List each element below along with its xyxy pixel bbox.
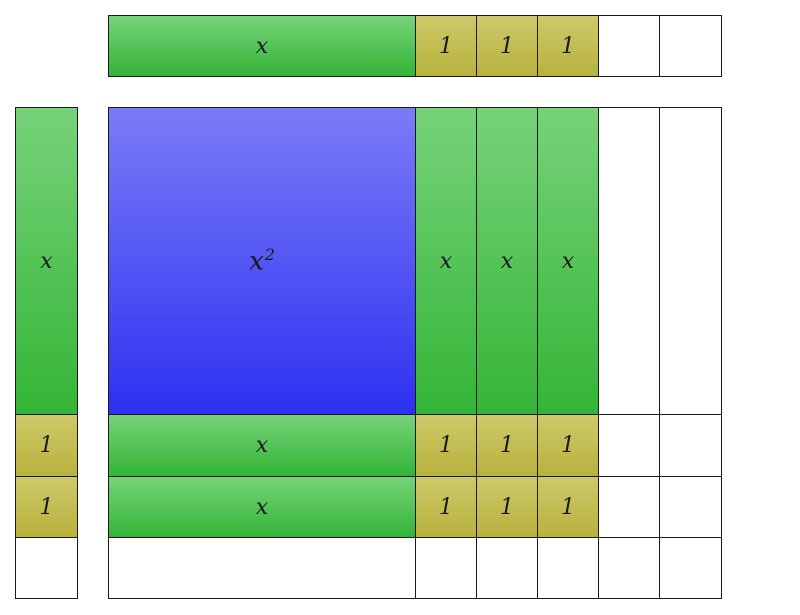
product-x-tile: x: [108, 476, 416, 538]
product-empty-cell: [598, 476, 660, 538]
left-factor-x-label: x: [40, 248, 53, 274]
top-factor-unit-label: 1: [500, 33, 514, 59]
product-empty-cell: [659, 537, 722, 599]
product-empty-cell: [598, 537, 660, 599]
product-empty-cell: [598, 414, 660, 477]
left-factor-x-tile: x: [15, 107, 78, 415]
product-unit-label: 1: [561, 433, 575, 458]
product-unit-label: 1: [561, 494, 575, 520]
product-unit-label: 1: [439, 494, 453, 520]
product-x-label: x: [439, 248, 453, 274]
product-empty-cell: [476, 537, 538, 599]
top-factor-x-label: x: [255, 33, 269, 59]
top-factor-unit-tile: 1: [476, 15, 538, 77]
product-x-tile: x: [537, 107, 599, 415]
product-unit-tile: 1: [415, 476, 477, 538]
product-x-tile: x: [415, 107, 477, 415]
top-factor-x-tile: x: [108, 15, 416, 77]
top-factor-empty-cell: [598, 15, 660, 77]
product-x-tile: x: [108, 414, 416, 477]
product-unit-tile: 1: [537, 414, 599, 477]
product-x-label: x: [500, 248, 514, 274]
product-unit-tile: 1: [537, 476, 599, 538]
product-unit-label: 1: [439, 433, 453, 458]
product-empty-cell: [537, 537, 599, 599]
product-x-tile: x: [476, 107, 538, 415]
product-x-label: x: [561, 248, 575, 274]
product-unit-tile: 1: [476, 476, 538, 538]
x-squared-tile: x2: [108, 107, 416, 415]
product-unit-label: 1: [500, 494, 514, 520]
product-unit-label: 1: [500, 433, 514, 458]
product-empty-cell: [659, 414, 722, 477]
product-empty-cell: [659, 476, 722, 538]
left-factor-unit-tile: 1: [15, 476, 78, 538]
left-factor-unit-label: 1: [39, 494, 54, 520]
product-x-label: x: [255, 433, 269, 458]
top-factor-empty-cell: [659, 15, 722, 77]
top-factor-unit-label: 1: [561, 33, 575, 59]
product-x-label: x: [255, 494, 269, 520]
product-empty-cell: [659, 107, 722, 415]
product-empty-cell: [415, 537, 477, 599]
left-factor-unit-label: 1: [39, 433, 54, 458]
top-factor-unit-tile: 1: [415, 15, 477, 77]
left-factor-empty-cell: [15, 537, 78, 599]
top-factor-unit-tile: 1: [537, 15, 599, 77]
product-empty-cell: [108, 537, 416, 599]
product-unit-tile: 1: [415, 414, 477, 477]
x-squared-label: x2: [249, 245, 275, 277]
product-empty-cell: [598, 107, 660, 415]
product-unit-tile: 1: [476, 414, 538, 477]
left-factor-unit-tile: 1: [15, 414, 78, 477]
x-squared-exponent: 2: [264, 245, 275, 265]
top-factor-unit-label: 1: [439, 33, 453, 59]
x-squared-base: x: [249, 246, 264, 277]
